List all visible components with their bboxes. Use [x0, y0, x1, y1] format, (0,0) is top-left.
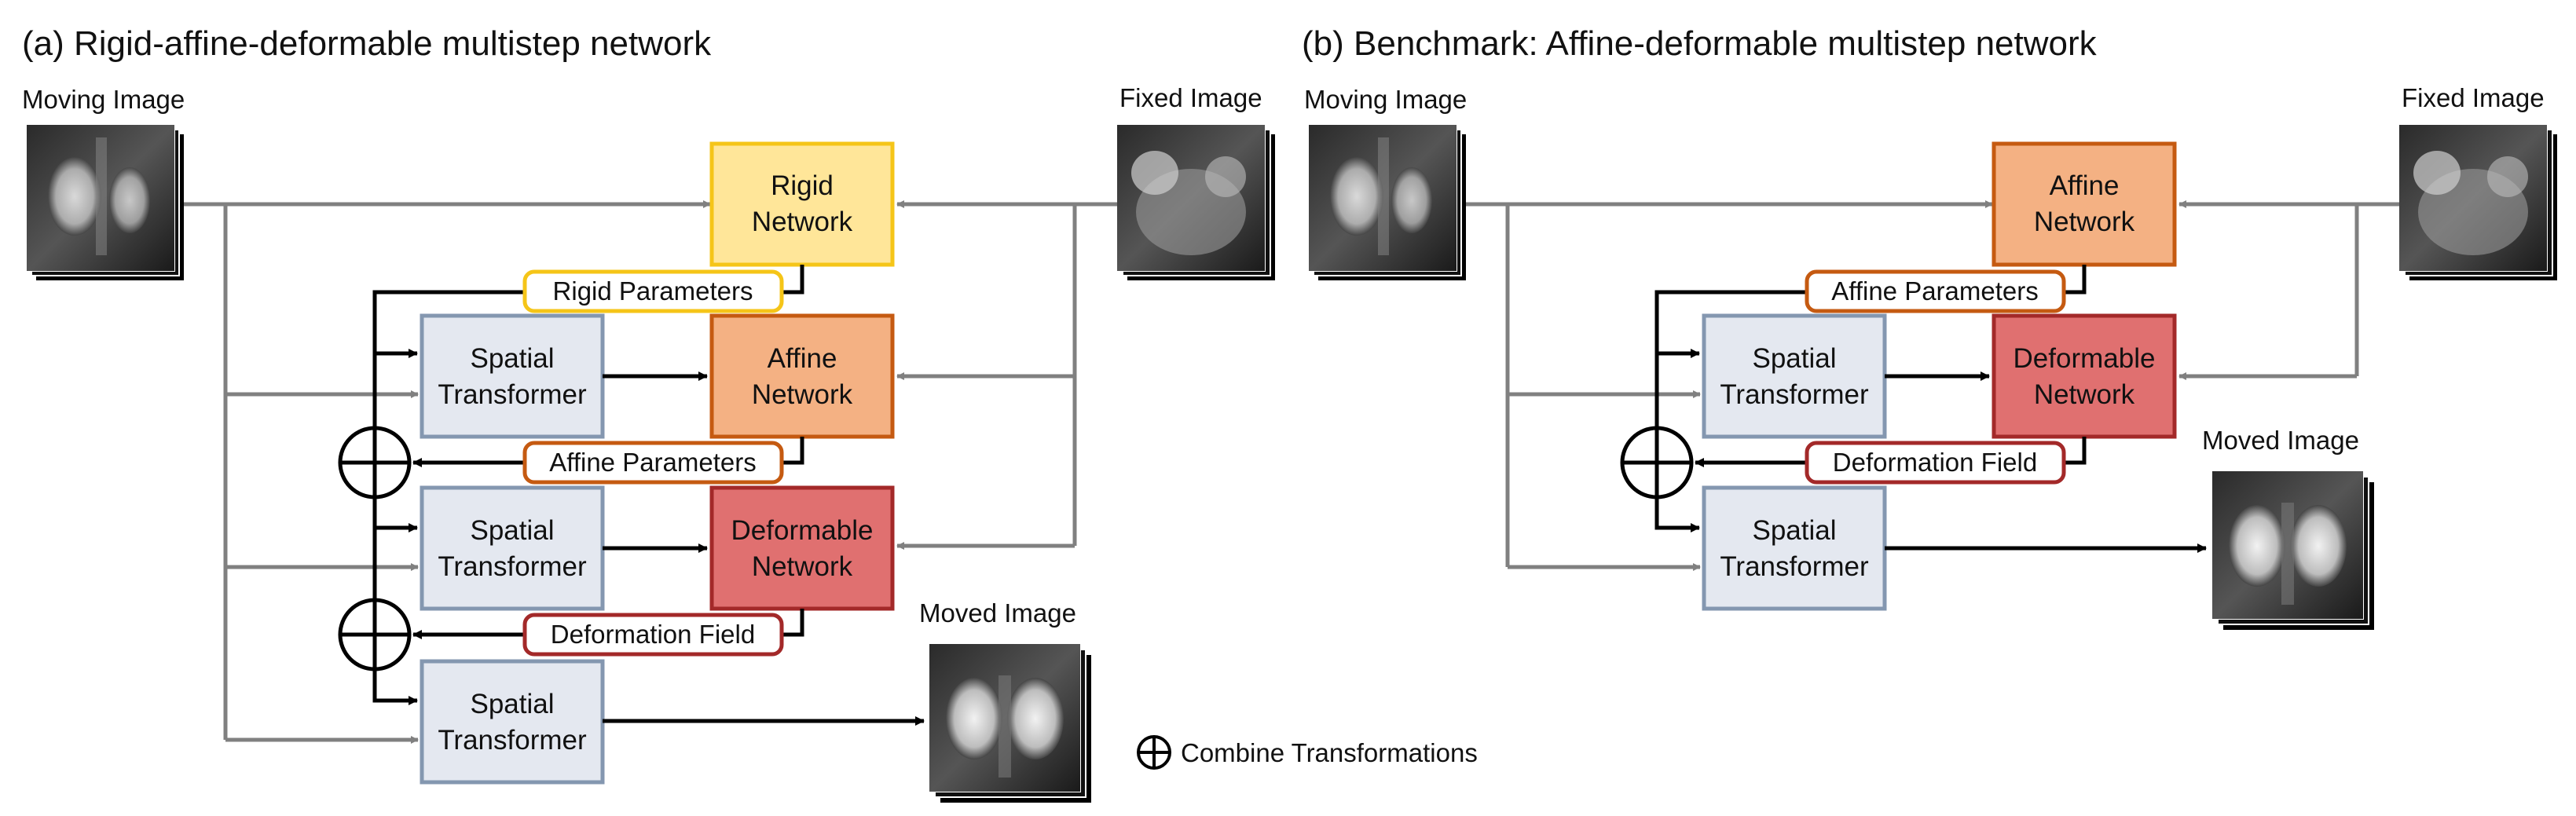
- panel-a: (a) Rigid-affine-deformable multistep ne…: [22, 24, 1275, 803]
- transform-flow-arrows: [603, 371, 925, 726]
- combine-circle-b: [1620, 426, 1694, 499]
- deformable-network-b-line2: Network: [2034, 379, 2135, 410]
- spatial-transformer-1-line1: Spatial: [470, 343, 554, 374]
- fixed-image-label-b: Fixed Image: [2402, 83, 2545, 112]
- spatial-transformer-2-line1: Spatial: [470, 515, 554, 546]
- fixed-image-arrows: [896, 200, 1117, 550]
- moved-image-label: Moved Image: [919, 598, 1076, 628]
- panel-a-title: (a) Rigid-affine-deformable multistep ne…: [22, 24, 712, 63]
- deformable-network-line1: Deformable: [731, 515, 874, 546]
- legend: Combine Transformations: [1137, 735, 1478, 770]
- rigid-network-box: Rigid Network: [709, 141, 895, 267]
- moved-image-label-b: Moved Image: [2202, 426, 2359, 455]
- combine-circle-1: [338, 426, 412, 499]
- deformable-network-b-line1: Deformable: [2014, 343, 2156, 374]
- rigid-network-line2: Network: [752, 207, 853, 237]
- moving-image-label-b: Moving Image: [1304, 85, 1467, 114]
- moving-image-label: Moving Image: [22, 85, 185, 114]
- affine-network-box: Affine Network: [709, 313, 895, 439]
- affine-network-box-b: Affine Network: [1992, 141, 2177, 267]
- deformable-network-box-b: Deformable Network: [1992, 313, 2177, 439]
- affine-network-b-line2: Network: [2034, 207, 2135, 237]
- affine-parameters-label-b: Affine Parameters: [1831, 276, 2039, 306]
- moved-image-stack: [929, 643, 1091, 803]
- moving-image-arrows-b: [1466, 200, 1993, 571]
- panel-b: (b) Benchmark: Affine-deformable multist…: [1302, 24, 2557, 630]
- parameter-connectors: [372, 265, 804, 705]
- fixed-image-stack: [1116, 124, 1275, 280]
- affine-parameters-label-box: Affine Parameters: [522, 441, 784, 485]
- spatial-transformer-b1-line2: Transformer: [1720, 379, 1869, 410]
- moving-image-stack-b: [1308, 124, 1466, 280]
- parameter-connectors-b: [1654, 265, 2087, 532]
- spatial-transformer-box-b1: Spatial Transformer: [1702, 313, 1887, 439]
- fixed-image-stack-b: [2398, 124, 2557, 280]
- affine-network-line1: Affine: [768, 343, 837, 374]
- spatial-transformer-box-3: Spatial Transformer: [420, 659, 605, 785]
- deformation-field-label-box: Deformation Field: [522, 613, 784, 657]
- deformable-network-box: Deformable Network: [709, 485, 895, 611]
- rigid-parameters-label: Rigid Parameters: [553, 276, 753, 306]
- spatial-transformer-1-line2: Transformer: [438, 379, 587, 410]
- affine-network-b-line1: Affine: [2050, 170, 2120, 201]
- spatial-transformer-box-2: Spatial Transformer: [420, 485, 605, 611]
- affine-parameters-label-box-b: Affine Parameters: [1805, 269, 2066, 313]
- moving-image-stack: [26, 124, 184, 280]
- spatial-transformer-b1-line1: Spatial: [1752, 343, 1836, 374]
- fixed-image-label: Fixed Image: [1119, 83, 1262, 112]
- deformable-network-line2: Network: [752, 551, 853, 582]
- spatial-transformer-b2-line1: Spatial: [1752, 515, 1836, 546]
- deformation-field-label: Deformation Field: [551, 620, 755, 649]
- moving-image-arrows: [184, 200, 711, 744]
- spatial-transformer-3-line2: Transformer: [438, 725, 587, 756]
- transform-flow-arrows-b: [1885, 371, 2207, 553]
- spatial-transformer-b2-line2: Transformer: [1720, 551, 1869, 582]
- legend-label: Combine Transformations: [1181, 738, 1478, 767]
- fixed-image-arrows-b: [2178, 200, 2399, 380]
- deformation-field-label-box-b: Deformation Field: [1805, 441, 2066, 485]
- moved-image-stack-b: [2211, 470, 2374, 630]
- combine-icon: [1137, 735, 1171, 770]
- affine-network-line2: Network: [752, 379, 853, 410]
- affine-parameters-label: Affine Parameters: [549, 448, 757, 477]
- spatial-transformer-box-1: Spatial Transformer: [420, 313, 605, 439]
- deformation-field-label-b: Deformation Field: [1833, 448, 2037, 477]
- spatial-transformer-2-line2: Transformer: [438, 551, 587, 582]
- spatial-transformer-3-line1: Spatial: [470, 689, 554, 719]
- spatial-transformer-box-b2: Spatial Transformer: [1702, 485, 1887, 611]
- rigid-parameters-label-box: Rigid Parameters: [522, 269, 784, 313]
- combine-circle-2: [338, 598, 412, 671]
- panel-b-title: (b) Benchmark: Affine-deformable multist…: [1302, 24, 2098, 63]
- rigid-network-line1: Rigid: [771, 170, 834, 201]
